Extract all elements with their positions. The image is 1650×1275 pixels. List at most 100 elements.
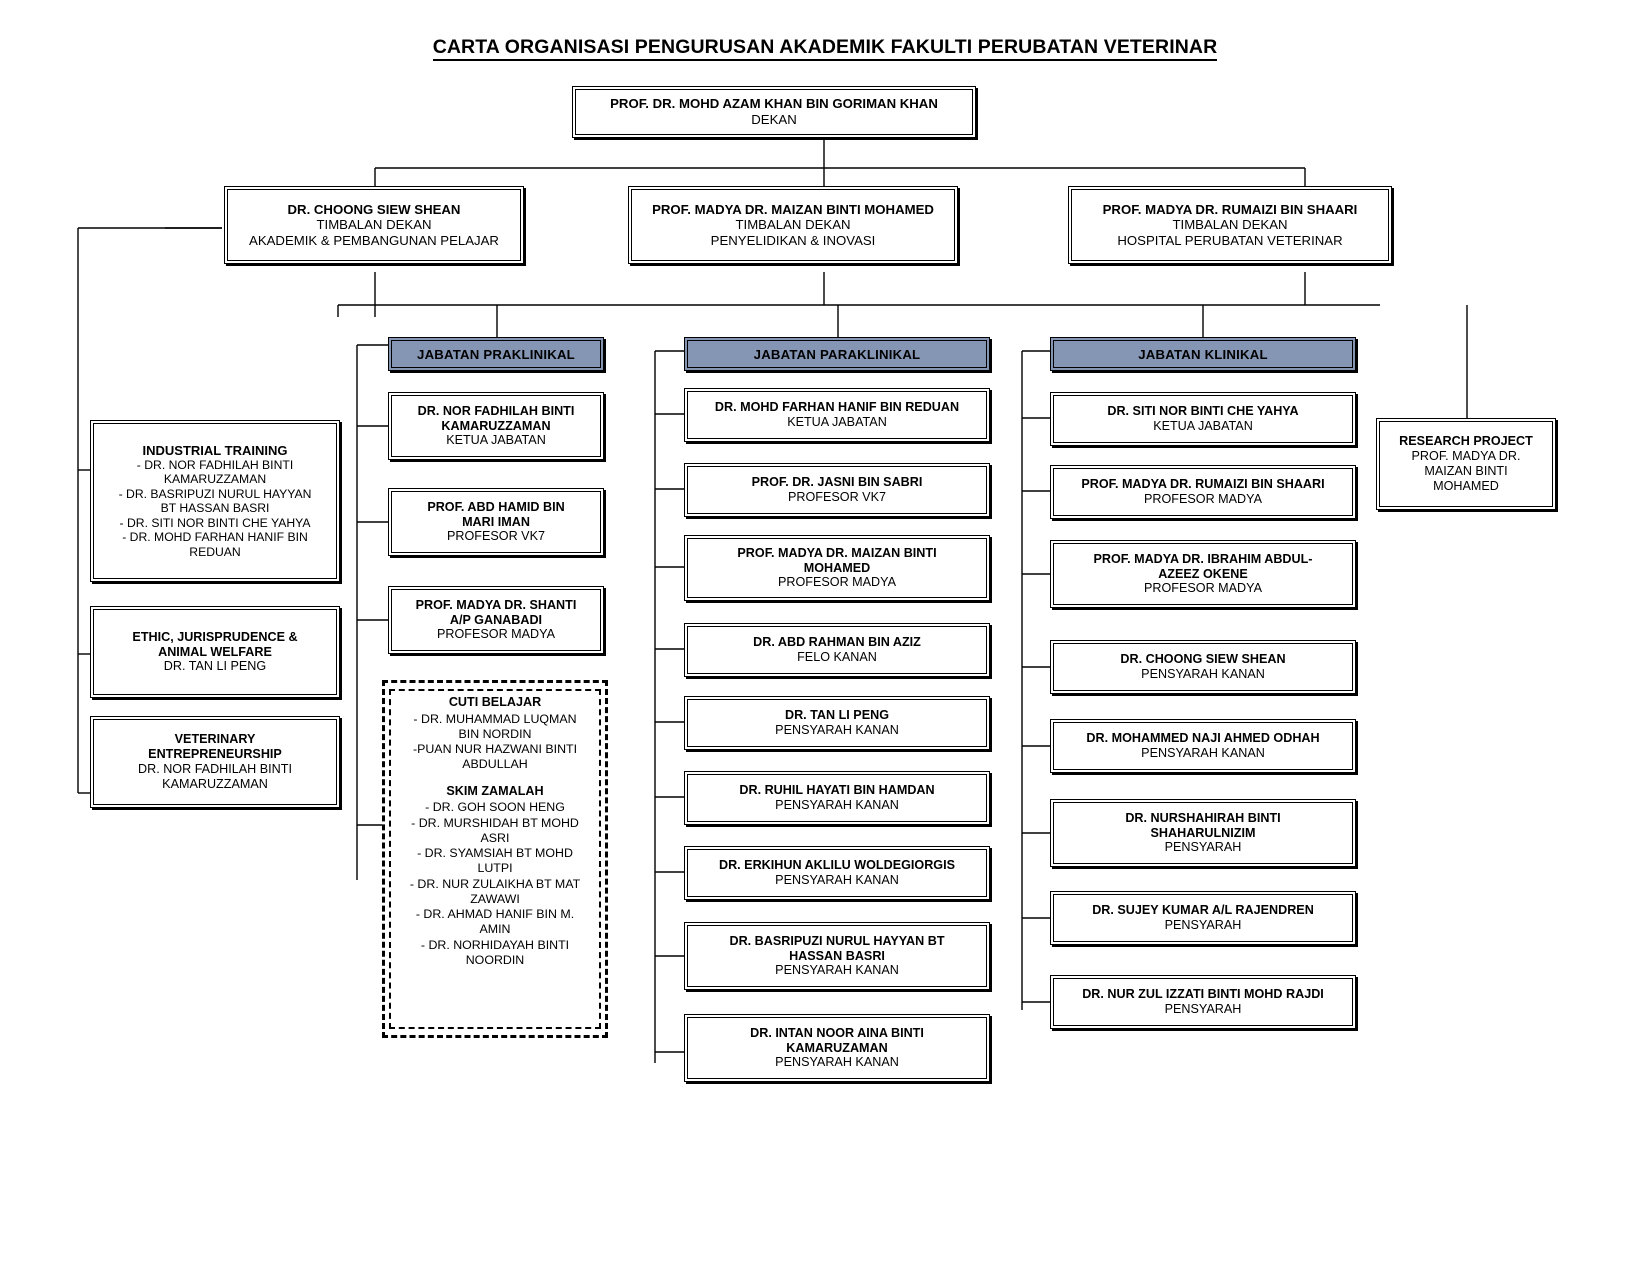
industrial-training-heading: INDUSTRIAL TRAINING: [142, 442, 288, 458]
staff-card-klinikal-1[interactable]: PROF. MADYA DR. RUMAIZI BIN SHAARI PROFE…: [1050, 465, 1356, 519]
staff-card-klinikal-6[interactable]: DR. SUJEY KUMAR A/L RAJENDREN PENSYARAH: [1050, 891, 1356, 945]
skim-zamalah-item: ZAWAWI: [470, 891, 520, 906]
staff-name-line1: DR. INTAN NOOR AINA BINTI: [750, 1025, 924, 1040]
staff-card-praklinikal-2[interactable]: PROF. MADYA DR. SHANTI A/P GANABADI PROF…: [388, 586, 604, 654]
page-title: CARTA ORGANISASI PENGURUSAN AKADEMIK FAK…: [0, 36, 1650, 61]
page-title-text: CARTA ORGANISASI PENGURUSAN AKADEMIK FAK…: [432, 36, 1218, 61]
industrial-training-member: - DR. MOHD FARHAN HANIF BIN: [122, 530, 308, 545]
staff-role: KETUA JABATAN: [446, 433, 546, 448]
staff-name-line1: DR. CHOONG SIEW SHEAN: [1120, 652, 1286, 667]
research-project-heading: RESEARCH PROJECT: [1399, 434, 1533, 449]
deputy-dean-hospital-name: PROF. MADYA DR. RUMAIZI BIN SHAARI: [1102, 201, 1358, 217]
deputy-dean-hospital-position: TIMBALAN DEKAN: [1172, 217, 1288, 233]
skim-zamalah-item: - DR. AHMAD HANIF BIN M.: [415, 907, 575, 922]
staff-name-line1: DR. BASRIPUZI NURUL HAYYAN BT: [729, 933, 945, 948]
node-veterinary-entrepreneurship[interactable]: VETERINARY ENTREPRENEURSHIP DR. NOR FADH…: [90, 716, 340, 808]
dept-header-klinikal[interactable]: JABATAN KLINIKAL: [1050, 337, 1356, 371]
deputy-dean-research-name: PROF. MADYA DR. MAIZAN BINTI MOHAMED: [652, 201, 934, 217]
staff-card-klinikal-5[interactable]: DR. NURSHAHIRAH BINTI SHAHARULNIZIM PENS…: [1050, 799, 1356, 867]
staff-name-line2: A/P GANABADI: [449, 612, 543, 627]
staff-card-paraklinikal-3[interactable]: DR. ABD RAHMAN BIN AZIZ FELO KANAN: [684, 623, 990, 677]
staff-card-paraklinikal-8[interactable]: DR. INTAN NOOR AINA BINTI KAMARUZAMAN PE…: [684, 1014, 990, 1082]
node-industrial-training[interactable]: INDUSTRIAL TRAINING - DR. NOR FADHILAH B…: [90, 420, 340, 582]
staff-card-paraklinikal-6[interactable]: DR. ERKIHUN AKLILU WOLDEGIORGIS PENSYARA…: [684, 846, 990, 900]
staff-card-paraklinikal-1[interactable]: PROF. DR. JASNI BIN SABRI PROFESOR VK7: [684, 463, 990, 517]
staff-name-line1: PROF. ABD HAMID BIN: [427, 499, 565, 514]
staff-card-praklinikal-0[interactable]: DR. NOR FADHILAH BINTI KAMARUZZAMAN KETU…: [388, 392, 604, 460]
staff-name-line1: DR. SITI NOR BINTI CHE YAHYA: [1107, 404, 1299, 419]
staff-name-line1: PROF. DR. JASNI BIN SABRI: [751, 475, 923, 490]
staff-name-line1: PROF. MADYA DR. RUMAIZI BIN SHAARI: [1081, 477, 1325, 492]
skim-zamalah-item: NOORDIN: [465, 952, 525, 967]
staff-role: PROFESOR MADYA: [777, 575, 897, 590]
dept-header-praklinikal-label: JABATAN PRAKLINIKAL: [417, 346, 575, 362]
cuti-belajar-item: -PUAN NUR HAZWANI BINTI: [412, 742, 578, 757]
staff-card-paraklinikal-5[interactable]: DR. RUHIL HAYATI BIN HAMDAN PENSYARAH KA…: [684, 771, 990, 825]
staff-card-paraklinikal-7[interactable]: DR. BASRIPUZI NURUL HAYYAN BT HASSAN BAS…: [684, 922, 990, 990]
industrial-training-member: - DR. NOR FADHILAH BINTI: [136, 457, 294, 472]
staff-role: PROFESOR MADYA: [1143, 581, 1263, 596]
cuti-belajar-item: BIN NORDIN: [458, 726, 532, 741]
staff-role: PENSYARAH KANAN: [775, 963, 899, 978]
ethics-unit-heading-line2: ANIMAL WELFARE: [158, 644, 272, 659]
staff-role: PENSYARAH KANAN: [775, 798, 899, 812]
staff-name-line2: AZEEZ OKENE: [1158, 566, 1248, 581]
staff-name-line1: DR. MOHD FARHAN HANIF BIN REDUAN: [714, 400, 960, 415]
staff-card-klinikal-2[interactable]: PROF. MADYA DR. IBRAHIM ABDUL- AZEEZ OKE…: [1050, 540, 1356, 608]
deputy-dean-academic-portfolio: AKADEMIK & PEMBANGUNAN PELAJAR: [249, 232, 499, 248]
vet-entrepreneurship-member: KAMARUZZAMAN: [162, 776, 268, 791]
skim-zamalah-heading: SKIM ZAMALAH: [446, 783, 544, 798]
dept-header-klinikal-label: JABATAN KLINIKAL: [1138, 346, 1268, 362]
staff-card-praklinikal-1[interactable]: PROF. ABD HAMID BIN MARI IMAN PROFESOR V…: [388, 488, 604, 556]
dept-header-paraklinikal-label: JABATAN PARAKLINIKAL: [753, 346, 921, 362]
node-dean[interactable]: PROF. DR. MOHD AZAM KHAN BIN GORIMAN KHA…: [572, 86, 976, 138]
industrial-training-member: - DR. BASRIPUZI NURUL HAYYAN: [118, 486, 312, 501]
skim-zamalah-item: LUTPI: [477, 861, 513, 876]
deputy-dean-hospital-portfolio: HOSPITAL PERUBATAN VETERINAR: [1117, 232, 1343, 248]
staff-name-line1: PROF. MADYA DR. SHANTI: [415, 597, 577, 612]
cuti-belajar-item: - DR. MUHAMMAD LUQMAN: [413, 711, 577, 726]
industrial-training-member: BT HASSAN BASRI: [160, 501, 270, 516]
node-deputy-dean-academic[interactable]: DR. CHOONG SIEW SHEAN TIMBALAN DEKAN AKA…: [224, 186, 524, 264]
staff-card-paraklinikal-4[interactable]: DR. TAN LI PENG PENSYARAH KANAN: [684, 696, 990, 750]
staff-card-paraklinikal-0[interactable]: DR. MOHD FARHAN HANIF BIN REDUAN KETUA J…: [684, 388, 990, 442]
staff-role: PENSYARAH KANAN: [775, 873, 899, 887]
skim-zamalah-item: ASRI: [480, 830, 510, 845]
study-leave-box[interactable]: CUTI BELAJAR - DR. MUHAMMAD LUQMAN BIN N…: [382, 680, 608, 1038]
deputy-dean-research-position: TIMBALAN DEKAN: [735, 217, 851, 233]
vet-entrepreneurship-heading-line2: ENTREPRENEURSHIP: [148, 747, 282, 762]
dept-header-praklinikal[interactable]: JABATAN PRAKLINIKAL: [388, 337, 604, 371]
staff-name-line1: DR. NOR FADHILAH BINTI: [417, 403, 575, 418]
staff-role: KETUA JABATAN: [1153, 419, 1253, 433]
staff-card-paraklinikal-2[interactable]: PROF. MADYA DR. MAIZAN BINTI MOHAMED PRO…: [684, 535, 990, 601]
ethics-unit-heading-line1: ETHIC, JURISPRUDENCE &: [132, 629, 298, 644]
staff-name-line1: PROF. MADYA DR. IBRAHIM ABDUL-: [1093, 551, 1313, 566]
staff-role: PROFESOR VK7: [447, 529, 545, 544]
staff-card-klinikal-0[interactable]: DR. SITI NOR BINTI CHE YAHYA KETUA JABAT…: [1050, 392, 1356, 446]
staff-name-line1: DR. RUHIL HAYATI BIN HAMDAN: [739, 783, 935, 798]
staff-role: PENSYARAH: [1164, 918, 1242, 932]
skim-zamalah-item: - DR. NUR ZULAIKHA BT MAT: [409, 876, 581, 891]
staff-card-klinikal-3[interactable]: DR. CHOONG SIEW SHEAN PENSYARAH KANAN: [1050, 640, 1356, 694]
node-deputy-dean-research[interactable]: PROF. MADYA DR. MAIZAN BINTI MOHAMED TIM…: [628, 186, 958, 264]
node-deputy-dean-hospital[interactable]: PROF. MADYA DR. RUMAIZI BIN SHAARI TIMBA…: [1068, 186, 1392, 264]
cuti-belajar-item: ABDULLAH: [462, 757, 528, 772]
node-research-project[interactable]: RESEARCH PROJECT PROF. MADYA DR. MAIZAN …: [1376, 418, 1556, 510]
staff-name-line1: DR. NURSHAHIRAH BINTI: [1125, 810, 1281, 825]
research-project-name-line3: MOHAMED: [1433, 478, 1499, 493]
node-ethics-unit[interactable]: ETHIC, JURISPRUDENCE & ANIMAL WELFARE DR…: [90, 606, 340, 698]
staff-card-klinikal-4[interactable]: DR. MOHAMMED NAJI AHMED ODHAH PENSYARAH …: [1050, 719, 1356, 773]
staff-name-line1: DR. SUJEY KUMAR A/L RAJENDREN: [1092, 903, 1314, 918]
dept-header-paraklinikal[interactable]: JABATAN PARAKLINIKAL: [684, 337, 990, 371]
staff-role: FELO KANAN: [797, 650, 877, 664]
staff-name-line2: KAMARUZAMAN: [786, 1040, 888, 1055]
vet-entrepreneurship-member: DR. NOR FADHILAH BINTI: [138, 762, 292, 776]
staff-name-line1: DR. ABD RAHMAN BIN AZIZ: [753, 635, 921, 650]
staff-name-line1: DR. ERKIHUN AKLILU WOLDEGIORGIS: [718, 858, 955, 873]
staff-card-klinikal-7[interactable]: DR. NUR ZUL IZZATI BINTI MOHD RAJDI PENS…: [1050, 975, 1356, 1029]
staff-role: PROFESOR MADYA: [436, 627, 556, 642]
staff-name-line1: DR. TAN LI PENG: [784, 708, 889, 723]
staff-role: PENSYARAH: [1164, 1002, 1242, 1016]
cuti-belajar-heading: CUTI BELAJAR: [448, 695, 542, 709]
